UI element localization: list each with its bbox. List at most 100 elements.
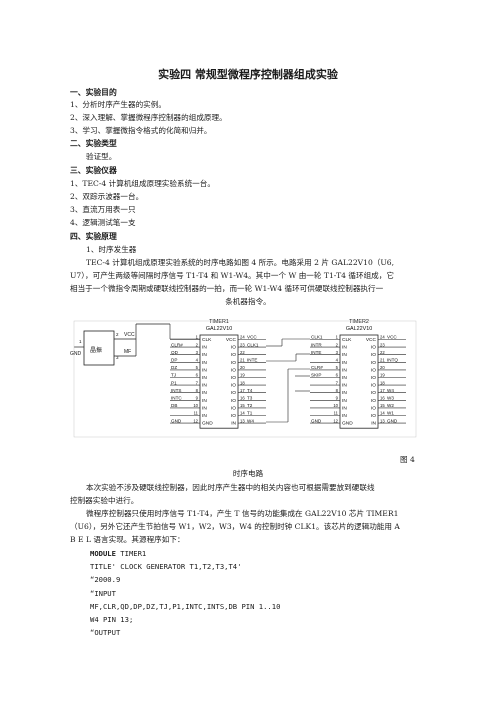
chip-pin-name: IN — [202, 352, 207, 358]
chip-pin-number: 21 — [380, 358, 385, 363]
chip-pin-number: 15 — [240, 403, 245, 408]
equipment-item: 2、双踪示波器一台。 — [70, 192, 144, 201]
chip-signal-label: T3 — [247, 396, 253, 401]
chip-pin-name: CLK — [202, 337, 212, 343]
chip-pin-name: IO — [371, 375, 376, 381]
code-module-name: TIMER1 — [115, 549, 147, 558]
equipment-item: 3、直流万用表一只 — [70, 205, 136, 214]
chip-pin-number: 11 — [334, 411, 339, 416]
chip-pin-number: 1 — [336, 335, 339, 340]
chip-pin-name: IN — [342, 375, 347, 381]
chip-signal-label: VCC — [247, 335, 257, 340]
chip-pin-name: IO — [371, 405, 376, 411]
chip-part-number: GAL22V10 — [206, 326, 232, 332]
osc-vcc-label: VCC — [124, 332, 135, 338]
chip-pin-number: 17 — [240, 388, 245, 393]
chip-pin-name: VCC — [226, 337, 237, 343]
chip-pin-number: 6 — [336, 373, 339, 378]
chip-pin-name: IN — [202, 375, 207, 381]
chip-pin-name: IO — [371, 345, 376, 351]
chip-pin-number: 20 — [240, 365, 245, 370]
chip-pin-number: 5 — [336, 365, 339, 370]
chip-signal-label: P1 — [171, 380, 177, 385]
chip-signal-label: INTC — [171, 396, 182, 401]
chip-pin-number: 12 — [333, 418, 338, 423]
chip-pin-name: IN — [342, 398, 347, 404]
chip-pin-name: IO — [231, 367, 236, 373]
chip-pin-number: 21 — [240, 358, 245, 363]
chip-signal-label: INTE — [311, 350, 321, 355]
code-line: “INPUT — [90, 589, 116, 598]
chip-pin-name: IN — [202, 383, 207, 389]
chip-name: TIMER1 — [209, 319, 229, 325]
chip-pin-name: IO — [371, 413, 376, 419]
chip-pin-number: 15 — [380, 403, 385, 408]
chip-pin-number: 18 — [240, 380, 245, 385]
section-heading-type: 二、实验类型 — [70, 139, 117, 148]
chip-pin-name: IO — [231, 360, 236, 366]
chip-pin-number: 8 — [336, 388, 339, 393]
chip-pin-number: 13 — [380, 418, 385, 423]
section-heading-purpose: 一、实验目的 — [70, 88, 117, 97]
code-line: “OUTPUT — [90, 628, 121, 637]
chip-pin-name: IO — [371, 398, 376, 404]
chip-pin-number: 11 — [194, 411, 199, 416]
purpose-item: 2、深入理解、掌握微程序控制器的组成原理。 — [70, 113, 227, 122]
chip-pin-name: IN — [342, 405, 347, 411]
chip-pin-name: IO — [231, 375, 236, 381]
equipment-item: 1、TEC-4 计算机组成原理实验系统一台。 — [70, 179, 215, 188]
paragraph-line: （U6），另外它还产生节拍信号 W1，W2，W3，W4 的控制时钟 CLK1。该… — [70, 522, 400, 531]
chip-pin-number: 5 — [196, 365, 199, 370]
chip-pin-number: 18 — [380, 380, 385, 385]
chip-pin-number: 19 — [240, 373, 245, 378]
chip-pin-number: 16 — [240, 396, 245, 401]
chip-pin-number: 22 — [240, 350, 245, 355]
principle-subheading: 1、时序发生器 — [86, 245, 137, 254]
code-line: MF,CLR,QD,DP,DZ,TJ,P1,INTC,INTS,DB PIN 1… — [90, 602, 281, 611]
purpose-item: 1、分析时序产生器的实例。 — [70, 100, 166, 109]
chip-signal-label: GND — [387, 418, 398, 423]
chip-pin-number: 24 — [380, 335, 385, 340]
chip-signal-label: T2 — [247, 403, 253, 408]
chip-signal-label: CLR# — [311, 365, 323, 370]
chip-pin-name: IN — [202, 398, 207, 404]
section-heading-equipment: 三、实验仪器 — [70, 166, 117, 175]
chip-signal-label: TJ — [171, 373, 176, 378]
type-text: 验证型。 — [86, 152, 117, 161]
chip-pin-number: 9 — [196, 396, 199, 401]
chip-pin-number: 13 — [240, 418, 245, 423]
osc-gnd-label: GND — [70, 351, 82, 357]
chip-signal-label: W4 — [387, 388, 394, 393]
chip-pin-name: IO — [231, 405, 236, 411]
chip-pin-number: 7 — [196, 380, 199, 385]
chip-pin-name: IO — [371, 383, 376, 389]
chip-signal-label: T4 — [247, 388, 253, 393]
chip-pin-name: IN — [202, 390, 207, 396]
osc-pin-num: 1 — [79, 339, 82, 344]
chip-pin-name: IN — [342, 360, 347, 366]
chip-pin-name: IN — [202, 405, 207, 411]
chip-pin-number: 14 — [240, 411, 245, 416]
purpose-item: 3、学习、掌握微指令格式的化简和归并。 — [70, 126, 212, 135]
paragraph-line: 本次实验不涉及硬联线控制器，因此时序产生器中的相关内容也可根据需要放到硬联线 — [86, 483, 375, 492]
figure-caption: 时序电路 — [232, 469, 264, 478]
chip-signal-label: T1 — [247, 411, 253, 416]
chip-signal-label: GND — [171, 418, 182, 423]
chip-pin-name: IN — [342, 390, 347, 396]
chip-signal-label: INTS — [171, 388, 181, 393]
chip-pin-name: IN — [202, 413, 207, 419]
chip-pin-name: IO — [231, 413, 236, 419]
chip-pin-name: IN — [342, 413, 347, 419]
code-keyword: MODULE — [90, 549, 116, 558]
osc-pin-num: 3 — [116, 355, 119, 360]
chip-pin-number: 6 — [196, 373, 199, 378]
chip-signal-label: CLK1 — [311, 335, 323, 340]
chip-pin-number: 20 — [380, 365, 385, 370]
chip-pin-name: IN — [371, 421, 376, 427]
chip-pin-number: 19 — [380, 373, 385, 378]
chip-pin-name: IN — [202, 360, 207, 366]
chip-signal-label: W3 — [387, 396, 394, 401]
chip-pin-name: IN — [231, 421, 236, 427]
timing-circuit-diagram: 晶振 1 2 3 GND VCC MF TIMER1GAL22V10CLK1IN… — [70, 319, 417, 438]
chip-signal-label: VCC — [387, 335, 397, 340]
